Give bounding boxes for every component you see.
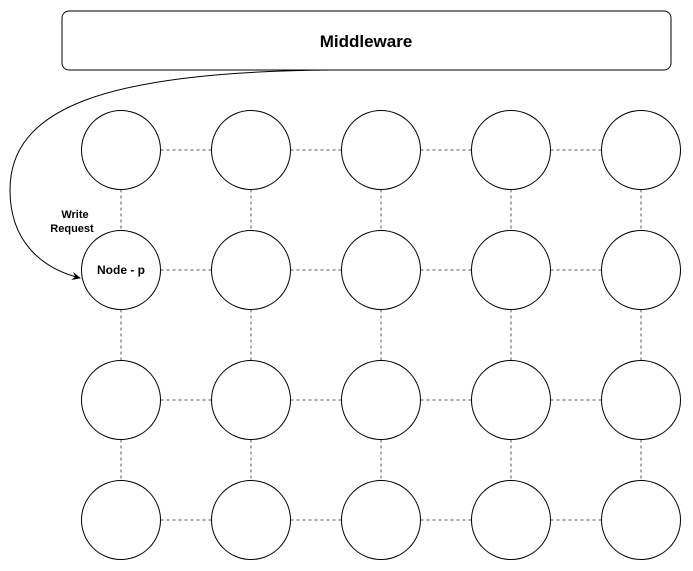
node-r0-c4[interactable] [601,110,681,190]
node-r3-c1[interactable] [211,480,291,560]
node-r2-c1[interactable] [211,360,291,440]
node-r3-c0[interactable] [81,480,161,560]
node-r1-c0[interactable] [81,230,161,310]
node-r3-c3[interactable] [471,480,551,560]
write-request-label-line1: Write [61,209,88,221]
node-r1-c4[interactable] [601,230,681,310]
node-r3-c2[interactable] [341,480,421,560]
node-r1-c3[interactable] [471,230,551,310]
node-r0-c1[interactable] [211,110,291,190]
node-p-label: Node - p [97,263,145,277]
write-request-label-line2: Request [50,223,94,235]
node-r2-c2[interactable] [341,360,421,440]
node-r2-c4[interactable] [601,360,681,440]
node-r3-c4[interactable] [601,480,681,560]
middleware-label: Middleware [320,32,413,51]
node-r0-c2[interactable] [341,110,421,190]
node-r2-c3[interactable] [471,360,551,440]
node-r1-c1[interactable] [211,230,291,310]
node-r2-c0[interactable] [81,360,161,440]
node-r1-c2[interactable] [341,230,421,310]
write-request-arrow[interactable] [9,69,331,280]
node-r0-c3[interactable] [471,110,551,190]
middleware-box[interactable]: Middleware [61,10,672,71]
node-r0-c0[interactable] [81,110,161,190]
